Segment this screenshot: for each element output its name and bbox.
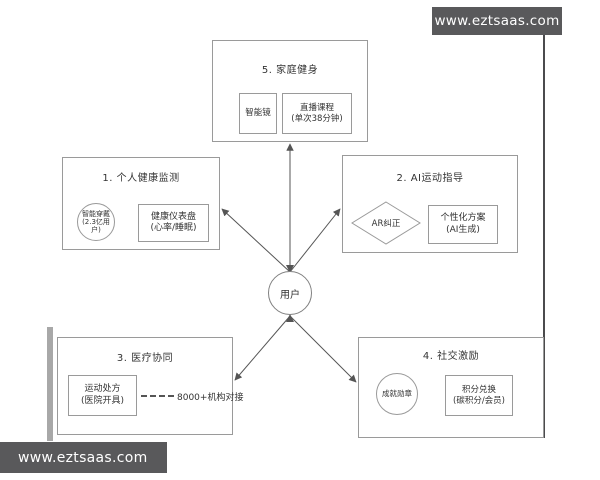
achievement-badge-circle: 成就勋章 — [376, 373, 418, 415]
node-medical-collab-title: 3. 医疗协同 — [116, 353, 174, 364]
achievement-badge-label: 成就勋章 — [382, 388, 412, 398]
node-ai-coaching: 2. AI运动指导 AR纠正 个性化方案 (AI生成) — [342, 155, 518, 253]
node-social-incentive-title: 4. 社交激励 — [422, 351, 480, 362]
health-dashboard-box: 健康仪表盘 (心率/睡眠) — [138, 204, 209, 242]
live-course-box: 直播课程 (单次38分钟) — [282, 93, 352, 134]
watermark-leader-line-right — [543, 35, 545, 438]
node-ai-coaching-title: 2. AI运动指导 — [396, 173, 464, 184]
node-personal-health-title: 1. 个人健康监测 — [102, 173, 180, 184]
diamond-shape — [351, 201, 421, 245]
wearable-label-line1: 智能穿戴 — [82, 209, 110, 218]
points-exchange-line1: 积分兑换 — [461, 384, 496, 395]
node-social-incentive: 4. 社交激励 成就勋章 积分兑换 (碳积分/会员) — [358, 337, 544, 438]
wearable-label-line3: 户) — [91, 226, 101, 235]
personal-plan-line2: (AI生成) — [446, 224, 480, 235]
ar-correction-diamond: AR纠正 — [351, 201, 421, 245]
user-center-label: 用户 — [280, 289, 300, 301]
ar-correction-label: AR纠正 — [371, 219, 401, 229]
watermark-bottom-left: www.eztsaas.com — [0, 442, 167, 473]
points-exchange-line2: (碳积分/会员) — [453, 395, 505, 406]
smart-mirror-box: 智能镜 — [239, 93, 277, 134]
node-home-fitness-title: 5. 家庭健身 — [261, 65, 319, 76]
watermark-top-right: www.eztsaas.com — [432, 7, 562, 35]
health-dashboard-line2: (心率/睡眠) — [150, 223, 197, 233]
wearable-label-line2: (2.3亿用 — [82, 217, 110, 226]
smart-mirror-label: 智能镜 — [245, 108, 271, 119]
personal-plan-box: 个性化方案 (AI生成) — [428, 205, 498, 244]
institution-note: 8000+机构对接 — [177, 393, 244, 403]
node-home-fitness: 5. 家庭健身 智能镜 直播课程 (单次38分钟) — [212, 40, 368, 142]
node-personal-health: 1. 个人健康监测 智能穿戴 (2.3亿用 户) 健康仪表盘 (心率/睡眠) — [62, 157, 220, 250]
exercise-rx-line1: 运动处方 — [84, 384, 121, 395]
points-exchange-box: 积分兑换 (碳积分/会员) — [445, 375, 513, 416]
wearable-circle: 智能穿戴 (2.3亿用 户) — [77, 203, 115, 241]
exercise-rx-box: 运动处方 (医院开具) — [68, 375, 137, 416]
node-medical-collab: 3. 医疗协同 运动处方 (医院开具) 8000+机构对接 — [57, 337, 243, 435]
health-dashboard-line1: 健康仪表盘 — [150, 211, 196, 222]
user-center-node: 用户 — [268, 271, 312, 315]
live-course-label-line2: (单次38分钟) — [291, 113, 343, 124]
watermark-leader-bar-left — [47, 327, 53, 441]
dashed-connector — [141, 395, 174, 397]
live-course-label-line1: 直播课程 — [299, 102, 334, 113]
exercise-rx-line2: (医院开具) — [80, 395, 125, 406]
personal-plan-line1: 个性化方案 — [440, 213, 486, 224]
